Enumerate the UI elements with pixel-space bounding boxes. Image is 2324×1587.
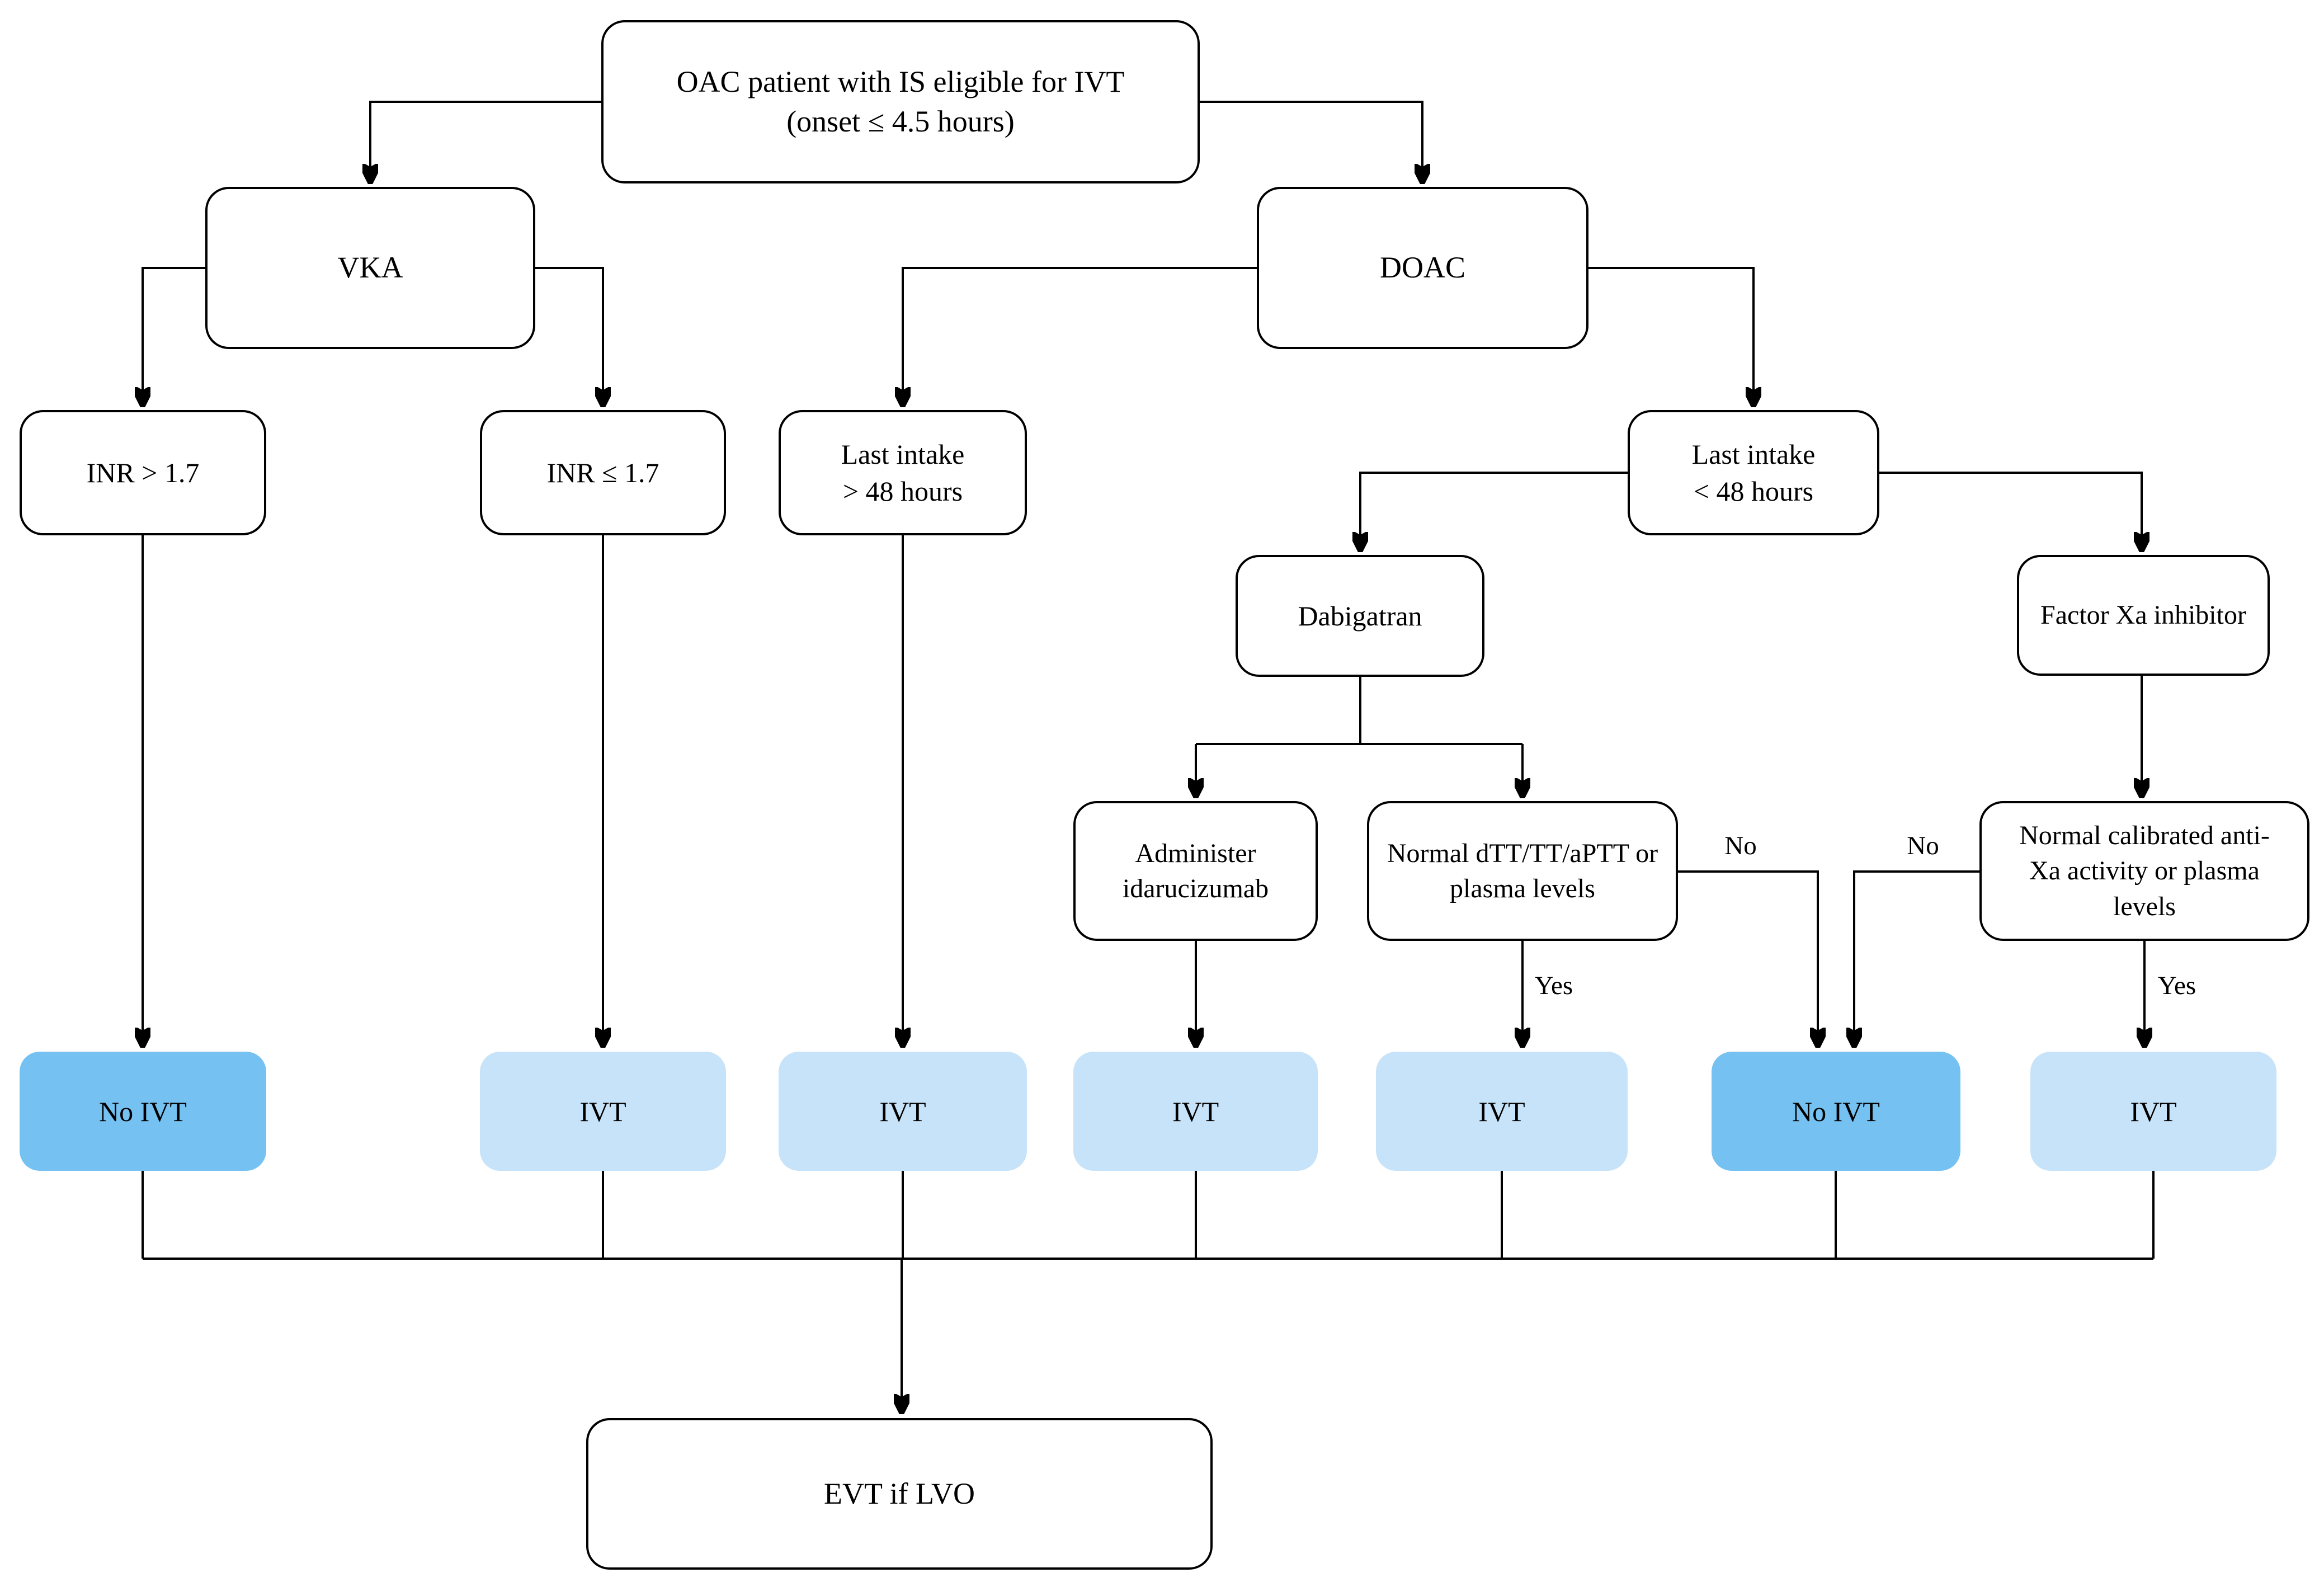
edge-collector: [142, 1171, 2155, 1260]
node-outcome-no-ivt-abnormal-tests: No IVT: [1712, 1052, 1960, 1171]
edge-axa-no-no-ivt: [1854, 870, 1979, 1044]
edge-intake-lt48-dabigatran: [1360, 472, 1628, 548]
node-last-intake-gt-48h: Last intake > 48 hours: [779, 410, 1027, 535]
node-factor-xa-inhibitor: Factor Xa inhibitor: [2017, 555, 2270, 676]
edge-root-vka: [370, 101, 601, 180]
node-outcome-no-ivt-vka: No IVT: [20, 1052, 266, 1171]
edge-vka-inr-low: [535, 267, 603, 403]
node-last-intake-lt-48h: Last intake < 48 hours: [1628, 410, 1879, 535]
edge-dtt-no-no-ivt: [1678, 870, 1818, 1044]
node-inr-le-1-7: INR ≤ 1.7: [480, 410, 726, 535]
node-root: OAC patient with IS eligible for IVT (on…: [601, 20, 1200, 183]
node-outcome-ivt-idarucizumab: IVT: [1073, 1052, 1318, 1171]
edge-doac-intake-gt48: [903, 267, 1257, 403]
node-dabigatran: Dabigatran: [1236, 555, 1484, 677]
edge-label-yes-dtt: Yes: [1534, 971, 1573, 1000]
node-evt-if-lvo: EVT if LVO: [586, 1418, 1213, 1570]
node-outcome-ivt-intake-gt48: IVT: [779, 1052, 1027, 1171]
edge-root-doac: [1200, 101, 1422, 180]
edge-label-yes-axa: Yes: [2157, 971, 2196, 1000]
node-dtt-test: Normal dTT/TT/aPTT or plasma levels: [1367, 801, 1678, 941]
node-outcome-ivt-dtt-yes: IVT: [1376, 1052, 1628, 1171]
edge-intake-lt48-factor-xa: [1879, 472, 2142, 548]
node-administer-idarucizumab: Administer idarucizumab: [1073, 801, 1318, 941]
edge-label-no-dtt: No: [1724, 831, 1757, 860]
node-outcome-ivt-axa-yes: IVT: [2030, 1052, 2276, 1171]
edge-label-no-axa: No: [1907, 831, 1939, 860]
edge-doac-intake-lt48: [1588, 267, 1753, 403]
node-anti-xa-test: Normal calibrated anti- Xa activity or p…: [1979, 801, 2309, 941]
node-inr-gt-1-7: INR > 1.7: [20, 410, 266, 535]
edge-vka-inr-high: [143, 267, 205, 403]
node-vka: VKA: [205, 187, 535, 349]
node-outcome-ivt-inr-low: IVT: [480, 1052, 726, 1171]
node-doac: DOAC: [1257, 187, 1588, 349]
